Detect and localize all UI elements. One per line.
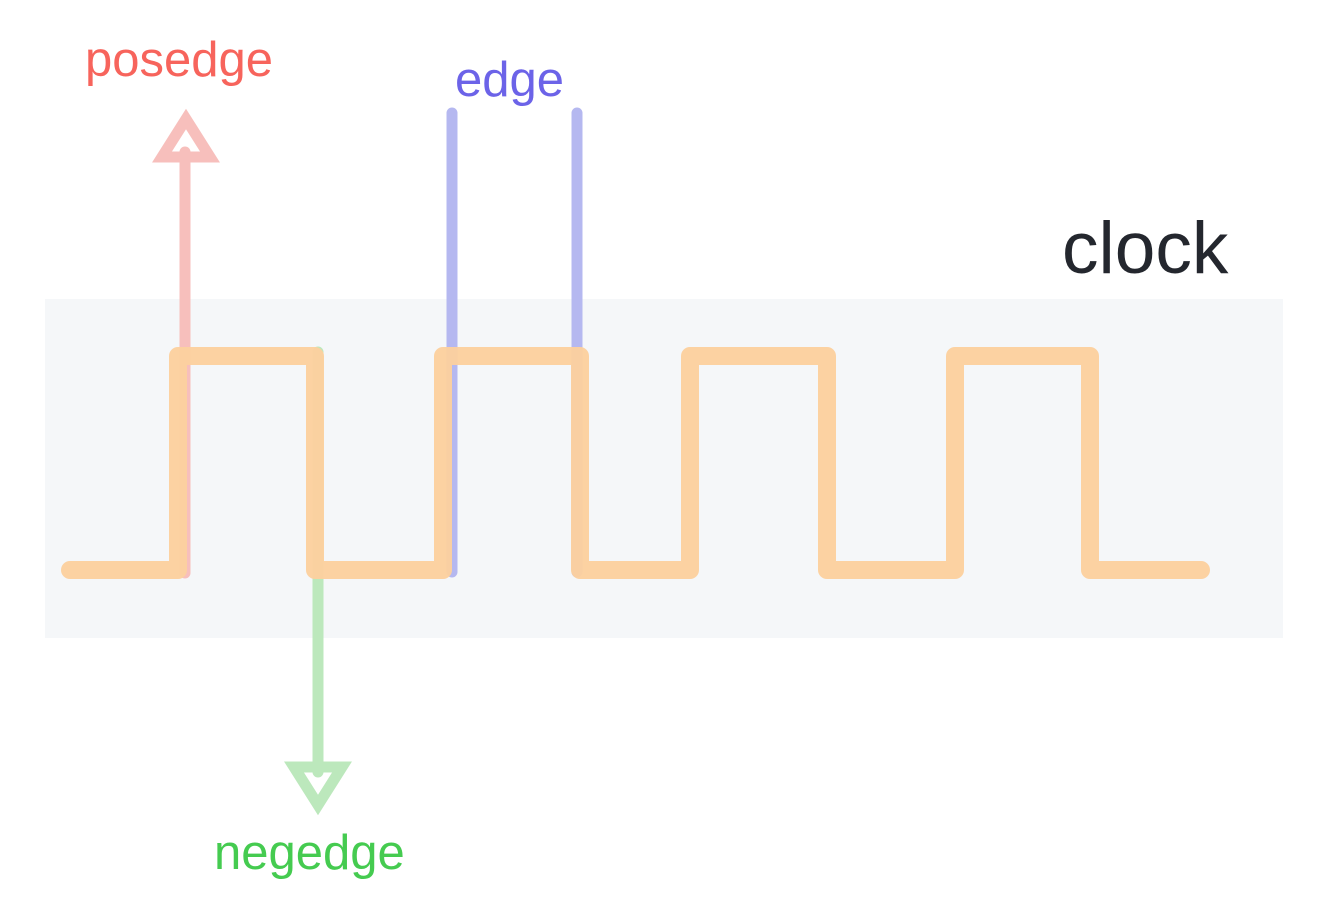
clock-waveform-path [61, 347, 1210, 579]
clock-signal-title: clock [1062, 208, 1229, 289]
posedge-label: posedge [85, 33, 274, 87]
edge-label: edge [455, 53, 565, 107]
posedge-arrowhead-icon [152, 108, 220, 163]
negedge-arrowhead-icon [284, 761, 352, 816]
negedge-label: negedge [214, 826, 405, 880]
